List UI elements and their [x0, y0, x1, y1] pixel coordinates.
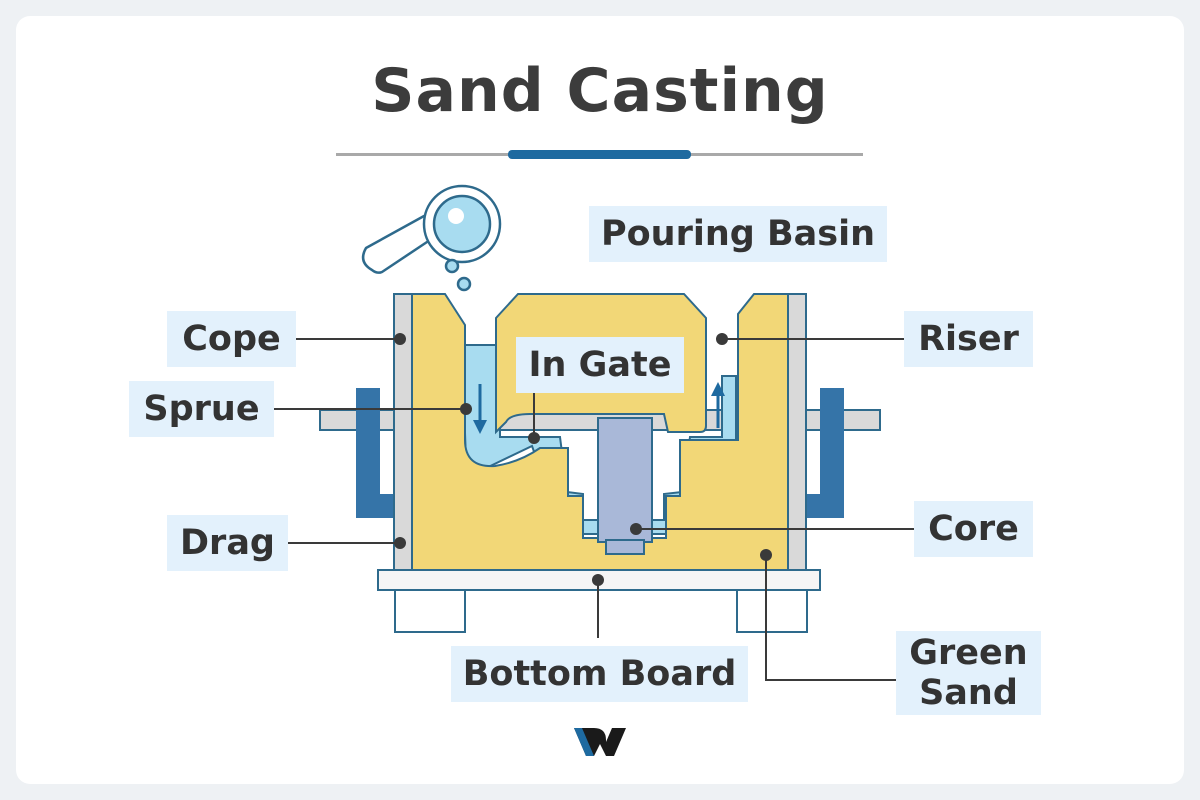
board-support-left	[394, 589, 466, 633]
green-sand	[411, 293, 789, 571]
leader-dots	[394, 333, 772, 586]
right-clamp	[806, 388, 844, 518]
leader-lines	[274, 338, 914, 681]
label-sprue: Sprue	[129, 381, 274, 437]
left-clamp	[356, 388, 394, 518]
sprue-flow-arrowhead	[473, 420, 487, 434]
core-print	[605, 539, 645, 555]
brand-logo	[574, 728, 626, 756]
label-riser: Riser	[904, 311, 1033, 367]
label-cope: Cope	[167, 311, 296, 367]
label-drag: Drag	[167, 515, 288, 571]
label-core: Core	[914, 501, 1033, 557]
title-accent-bar	[508, 150, 691, 159]
label-green-sand: Green Sand	[896, 631, 1041, 715]
core-shape	[597, 417, 653, 543]
riser-flow-arrowhead	[711, 382, 725, 396]
ladle-icon	[361, 184, 502, 292]
page-title: Sand Casting	[371, 56, 829, 126]
board-support-right	[736, 589, 808, 633]
label-pouring-basin: Pouring Basin	[589, 206, 887, 262]
label-bottom-board: Bottom Board	[451, 646, 748, 702]
label-in-gate: In Gate	[516, 337, 684, 393]
green-sand-leader	[765, 555, 896, 681]
